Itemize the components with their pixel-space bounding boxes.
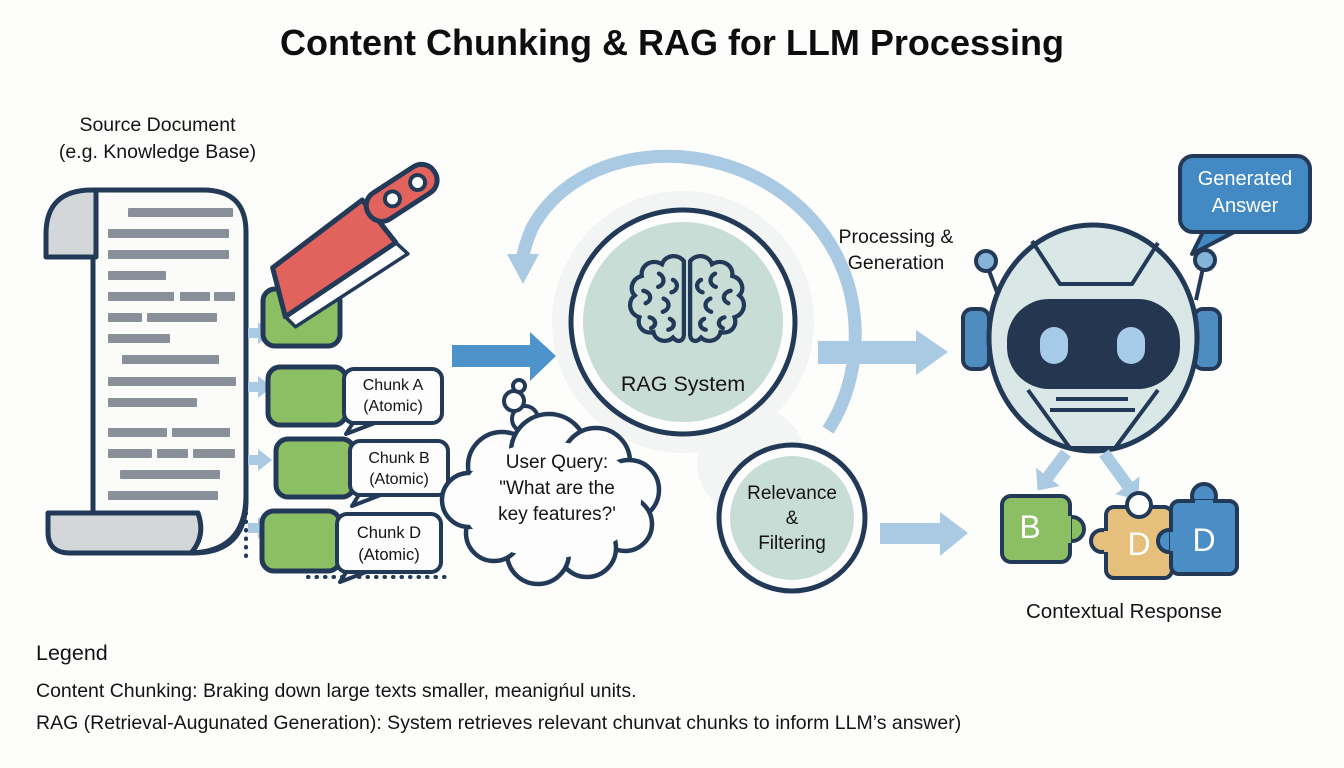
chunk-b-label: Chunk B (Atomic) [350, 448, 448, 490]
arrow-to-response-icon [880, 512, 968, 556]
antenna-left-icon [974, 249, 998, 273]
puzzle-letter-d1: D [1127, 526, 1151, 562]
chunk-split-arrow-icons [248, 322, 272, 539]
label-line: Chunk A [362, 377, 424, 394]
arrow-robot-left-icon [1035, 449, 1071, 491]
arrow-processing-icon [818, 330, 948, 375]
legend-heading: Legend [36, 641, 108, 665]
legend-item-rag: RAG (Retrieval-Augunated Generation): Sy… [36, 712, 1326, 735]
robot-head-icon [961, 222, 1222, 454]
robot-visor [1007, 299, 1180, 389]
label-line: Processing & [838, 226, 954, 248]
user-query-label: User Query: "What are the key features?' [462, 450, 652, 528]
label-line: User Query: [505, 452, 609, 473]
label-line: & [785, 508, 799, 529]
label-line: (Atomic) [363, 398, 423, 415]
rag-system-label: RAG System [620, 372, 746, 396]
scroll-top-curl [43, 187, 99, 260]
relevance-filtering-label: Relevance & Filtering [732, 481, 852, 556]
robot-eye-right [1117, 327, 1145, 364]
antenna-right-icon [1193, 248, 1217, 272]
label-line: (e.g. Knowledge Base) [58, 141, 257, 163]
label-line: Generation [847, 252, 945, 274]
processing-generation-label: Processing & Generation [806, 224, 986, 276]
speech-bubble-icon [1178, 154, 1312, 256]
chunk-a-block [265, 364, 444, 436]
puzzle-letter-b: B [1019, 509, 1041, 545]
document-text-lines [108, 208, 236, 500]
relevance-circle [716, 442, 868, 594]
label-line: Chunk B [368, 450, 430, 467]
scroll-bottom-curl [45, 510, 204, 556]
legend-definition: System retrieves relevant chunvat chunks… [381, 712, 962, 734]
source-document-label: Source Document (e.g. Knowledge Base) [15, 112, 300, 166]
label-line: Chunk D [356, 524, 422, 542]
contextual-response-label: Contextual Response [1025, 600, 1222, 623]
arrow-to-rag-icon [452, 332, 556, 381]
label-line: "What are the [499, 478, 615, 499]
dotted-split-line [244, 290, 454, 579]
label-line: Generated [1197, 168, 1293, 190]
label-line: Source Document [79, 114, 236, 136]
puzzle-letter-d2: D [1192, 522, 1216, 558]
label-line: Relevance [747, 483, 837, 504]
chunk-a-label: Chunk A (Atomic) [344, 375, 442, 417]
label-line: (Atomic) [358, 546, 420, 564]
cycle-arc-arrow-icon [507, 149, 862, 434]
label-line: Filtering [758, 533, 826, 554]
label-line: key features?' [498, 504, 616, 525]
generated-answer-label: Generated Answer [1180, 166, 1310, 220]
robot-eye-left [1040, 327, 1068, 364]
label-line: Answer [1211, 195, 1279, 217]
brain-icon [627, 254, 747, 344]
ear-left [961, 307, 991, 371]
chunk-d-block [259, 508, 443, 584]
chunk-d-label: Chunk D (Atomic) [337, 522, 441, 566]
chunk-b-block [273, 436, 450, 508]
legend-term: Content Chunking: [36, 680, 198, 702]
scroll-document-icon [43, 187, 249, 556]
label-line: (Atomic) [369, 471, 429, 488]
legend-definition: Braking down large texts smaller, meanig… [197, 680, 637, 702]
page-title: Content Chunking & RAG for LLM Processin… [280, 22, 1064, 63]
puzzle-pieces-icon [1000, 482, 1239, 580]
legend-term: RAG (Retrieval-Augunated Generation): [36, 712, 382, 734]
cleaver-knife-icon [270, 161, 440, 329]
thought-bubble-icon [439, 378, 662, 587]
legend-item-chunking: Content Chunking: Braking down large tex… [36, 680, 1326, 703]
